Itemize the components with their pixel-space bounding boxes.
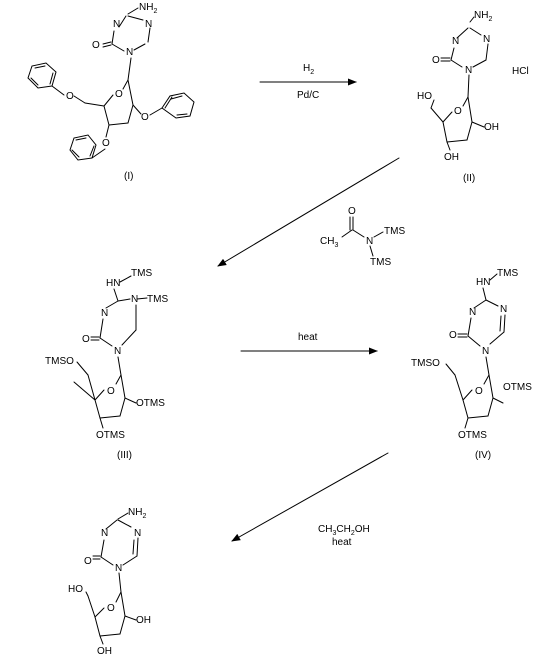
ring-nitrogen: N (131, 294, 138, 305)
svg-text:O: O (348, 206, 356, 217)
ring-nitrogen: N (126, 47, 133, 58)
compound-1: NH2 N N N O O O O (27, 2, 195, 182)
compound-2: NH2 N N N O HCl O HO OH OH (II) (417, 10, 529, 184)
compound-product: NH2 N N N O O HO OH OH (68, 507, 151, 657)
silyl-ether: OTMS (458, 430, 487, 441)
ring-oxygen: O (107, 386, 115, 397)
ether-oxygen: O (66, 91, 74, 102)
step-desilylation: CH3CH2OH heat (231, 452, 389, 548)
ring-oxygen: O (475, 386, 483, 397)
ring-nitrogen: N (482, 346, 489, 357)
carbonyl-oxygen: O (432, 55, 440, 66)
ring-nitrogen: N (500, 304, 507, 315)
carbonyl-oxygen: O (449, 330, 457, 341)
ring-nitrogen: N (113, 19, 120, 30)
reaction-arrow (217, 157, 400, 267)
ring-nitrogen: N (452, 36, 459, 47)
svg-text:TMS: TMS (370, 257, 391, 268)
compound-label: (I) (124, 171, 133, 182)
ring-oxygen: O (107, 603, 115, 614)
ring-nitrogen: N (469, 307, 476, 318)
compound-label: (IV) (475, 450, 491, 461)
ring-nitrogen: N (101, 528, 108, 539)
ring-nitrogen: N (134, 528, 141, 539)
compound-label: (II) (463, 173, 475, 184)
tms-group: TMS (131, 268, 152, 279)
tms-group: TMS (497, 268, 518, 279)
svg-text:CH3CH2OH: CH3CH2OH (318, 524, 370, 537)
silyl-ether: OTMS (503, 382, 532, 393)
ring-nitrogen: N (145, 19, 152, 30)
hydrochloride-salt: HCl (512, 66, 529, 77)
silyl-ether: OTMS (136, 398, 165, 409)
ring-nitrogen: N (465, 65, 472, 76)
ring-nitrogen: N (114, 346, 121, 357)
hydroxyl-group: OH (136, 615, 151, 626)
svg-text:CH3: CH3 (320, 236, 338, 249)
hydroxyl-group: HO (417, 91, 432, 102)
ring-nitrogen: N (483, 34, 490, 45)
amino-group: NH2 (474, 10, 492, 23)
svg-text:H2: H2 (303, 63, 314, 76)
amino-group: NH2 (139, 2, 157, 15)
ether-oxygen: O (102, 138, 110, 149)
ring-oxygen: O (454, 106, 462, 117)
svg-text:N: N (366, 236, 373, 247)
step-silylation: CH3 O N TMS TMS (217, 157, 405, 268)
carbonyl-oxygen: O (84, 556, 92, 567)
ring-nitrogen: N (115, 563, 122, 574)
svg-text:heat: heat (332, 537, 352, 548)
compound-label: (III) (117, 450, 132, 461)
step-heating: heat (240, 332, 378, 355)
carbonyl-oxygen: O (92, 40, 100, 51)
silylamino-group: HN (476, 277, 490, 288)
silylamino-group: HN (106, 278, 120, 289)
tms-group: TMS (147, 294, 168, 305)
ether-oxygen: O (141, 112, 149, 123)
carbonyl-oxygen: O (82, 334, 90, 345)
amino-group: NH2 (128, 507, 146, 520)
ring-nitrogen: N (101, 308, 108, 319)
hydroxyl-group: OH (484, 122, 499, 133)
hydroxyl-group: OH (444, 152, 459, 163)
hydroxyl-group: OH (97, 646, 112, 657)
svg-text:heat: heat (298, 332, 318, 343)
hydroxyl-group: HO (68, 584, 83, 595)
silyl-ether: TMSO (411, 358, 440, 369)
svg-text:TMS: TMS (384, 226, 405, 237)
svg-text:Pd/C: Pd/C (297, 90, 319, 101)
compound-3: HN TMS N N TMS N O O TMSO OTMS OTMS (45, 268, 168, 461)
silyl-ether: OTMS (96, 430, 125, 441)
reaction-arrow (231, 452, 389, 542)
step-hydrogenation: H2 Pd/C (259, 63, 357, 101)
ring-oxygen: O (115, 89, 123, 100)
compound-4: HN TMS N N N O O TMSO OTMS OTMS (IV) (411, 268, 532, 461)
silyl-ether: TMSO (45, 356, 74, 367)
